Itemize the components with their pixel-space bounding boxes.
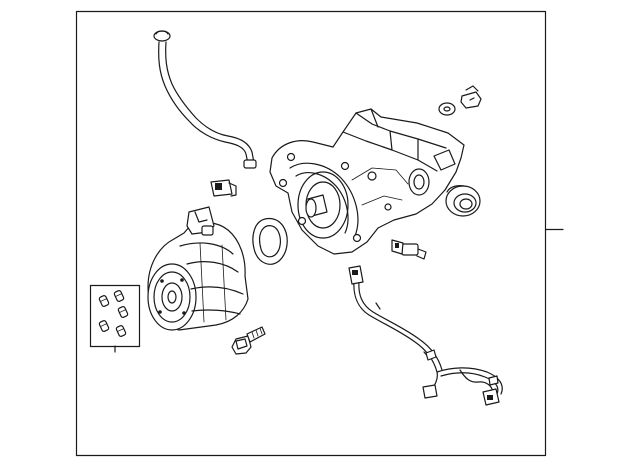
oil-seal — [445, 185, 481, 217]
vent-plug — [460, 85, 482, 109]
clip — [210, 179, 237, 197]
wiring-harness — [348, 265, 503, 406]
bolt — [231, 326, 266, 355]
stud-bolt-set — [89, 284, 141, 353]
diagram-frame — [75, 10, 547, 457]
gasket — [252, 217, 288, 265]
differential-housing — [269, 108, 465, 255]
breather-tube — [153, 30, 257, 169]
sensor — [391, 239, 427, 260]
electric-motor — [147, 206, 249, 331]
washer — [438, 102, 456, 116]
